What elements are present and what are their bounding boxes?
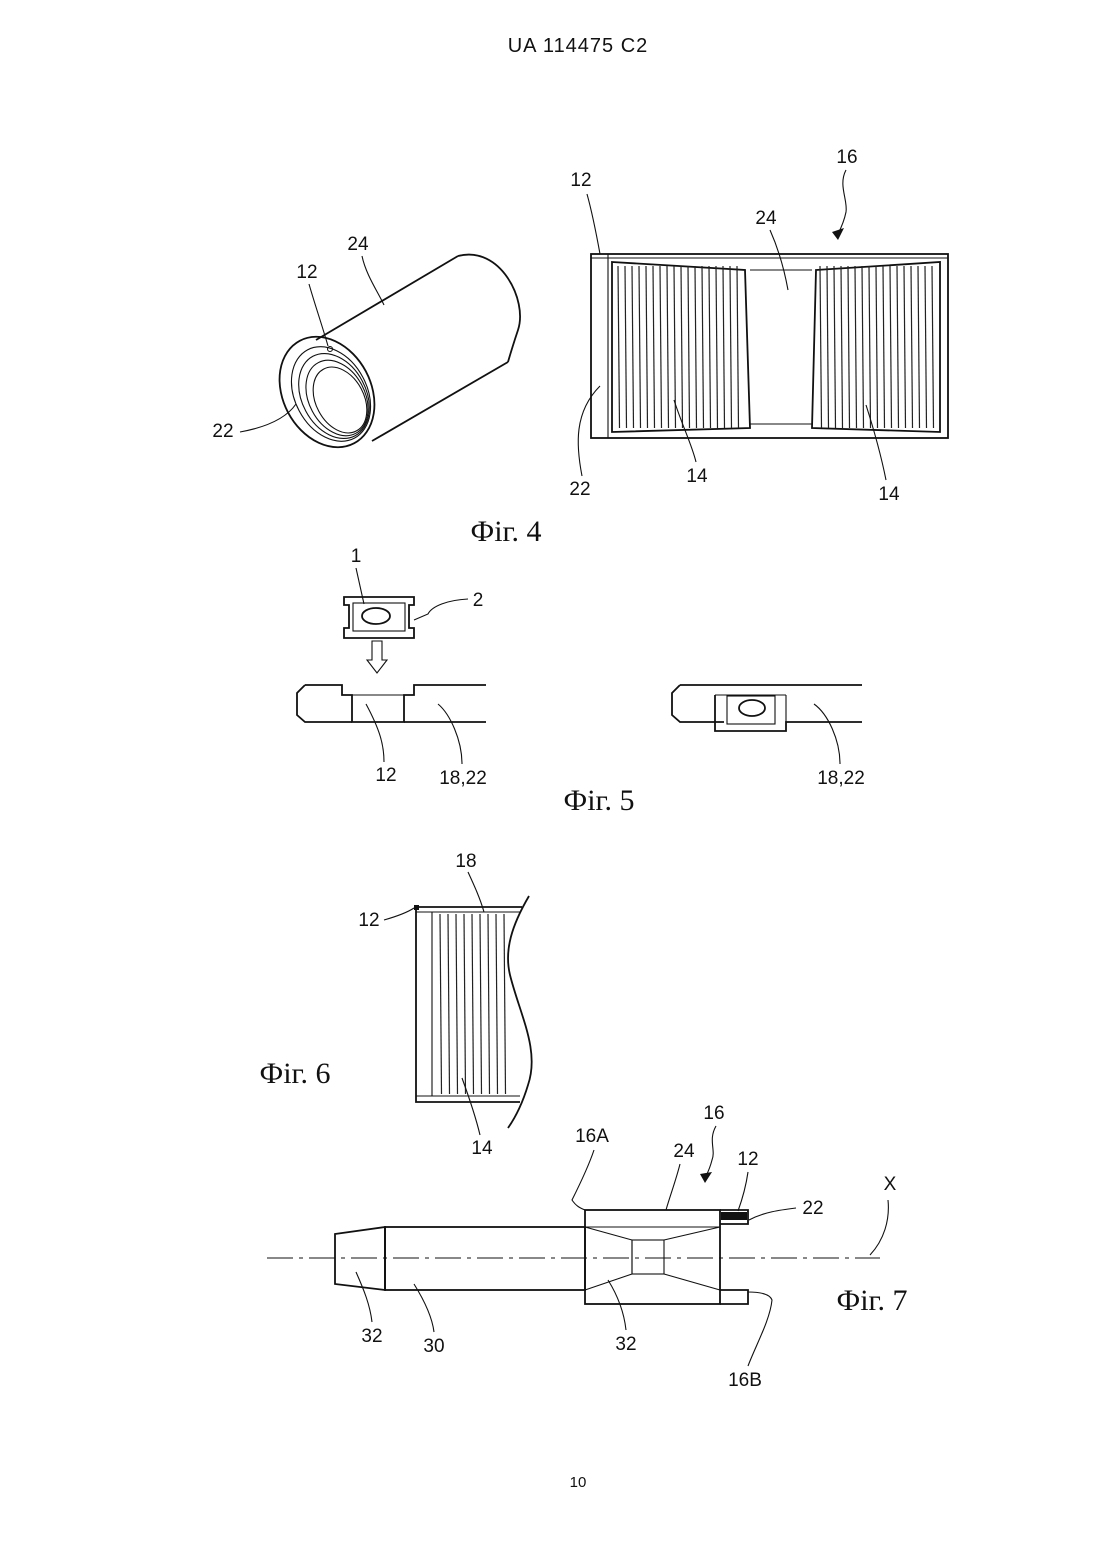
fig4-label-22-side: 22 xyxy=(569,479,590,500)
fig7-label-24: 24 xyxy=(673,1141,695,1162)
fig5-label-12: 12 xyxy=(375,765,396,786)
fig4-label-14b: 14 xyxy=(878,484,900,505)
fig4-label-24: 24 xyxy=(347,234,369,255)
fig7-label-30: 30 xyxy=(423,1336,444,1357)
fig6-label-18: 18 xyxy=(455,851,476,872)
figure-4: 24 12 22 16 12 24 22 14 14 Фіг. 4 xyxy=(212,147,948,548)
fig4-label-16: 16 xyxy=(836,147,857,168)
fig5-label-1822-left: 18,22 xyxy=(439,768,487,789)
fig7-label-X: X xyxy=(884,1174,897,1195)
fig7-label-16B: 16B xyxy=(728,1370,762,1391)
fig6-label-12: 12 xyxy=(358,910,379,931)
fig4-label-22: 22 xyxy=(212,421,233,442)
fig4-side-view xyxy=(591,254,948,438)
fig7-label-22: 22 xyxy=(802,1198,823,1219)
fig4-thread-b xyxy=(820,266,934,428)
fig5-label-1: 1 xyxy=(351,546,362,567)
fig6-label-14: 14 xyxy=(471,1138,493,1159)
fig7-label-32a: 32 xyxy=(361,1326,382,1347)
fig6-thread xyxy=(440,914,506,1094)
figure-7 xyxy=(267,1210,880,1304)
fig5-label-1822-right: 18,22 xyxy=(817,768,865,789)
fig4-label-24-side: 24 xyxy=(755,208,777,229)
patent-header: UA 114475 C2 xyxy=(508,35,649,57)
fig7-label-32b: 32 xyxy=(615,1334,636,1355)
fig5-ring-left xyxy=(297,685,486,722)
fig4-label-12: 12 xyxy=(296,262,317,283)
fig7-label-16: 16 xyxy=(703,1103,724,1124)
page-number: 10 xyxy=(570,1474,587,1491)
fig7-caption: Фіг. 7 xyxy=(837,1284,908,1317)
fig4-label-14a: 14 xyxy=(686,466,708,487)
fig7-label-16A: 16A xyxy=(575,1126,609,1147)
fig5-label-2: 2 xyxy=(473,590,484,611)
fig5-ring-right xyxy=(672,685,862,731)
fig4-sleeve-perspective xyxy=(261,255,520,464)
fig5-chip xyxy=(344,597,414,673)
figure-5: 1 2 12 18,22 18,22 Фіг. 5 xyxy=(297,546,865,817)
fig4-caption: Фіг. 4 xyxy=(471,515,542,548)
fig4-thread-a xyxy=(618,266,739,428)
fig7-label-12: 12 xyxy=(737,1149,758,1170)
fig6-caption: Фіг. 6 xyxy=(260,1057,331,1090)
fig5-caption: Фіг. 5 xyxy=(564,784,635,817)
fig4-label-12-side: 12 xyxy=(570,170,591,191)
figure-6 xyxy=(414,896,532,1128)
